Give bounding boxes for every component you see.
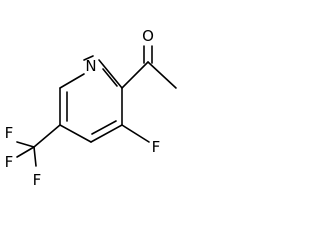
chemical-structure-diagram: N O F F F F — [5, 27, 177, 189]
bond-c6-n1-edge — [59, 73, 85, 89]
bond-c3-c4-inner — [91, 120, 117, 135]
trifluoromethyl-group — [16, 124, 61, 167]
nitrogen-atom-label: N — [85, 57, 96, 75]
bond-c4-c5 — [59, 124, 92, 143]
bond-c6-n1 — [83, 55, 94, 61]
bond-n1-c2-inner — [102, 68, 118, 87]
bond-carbonyl-methyl — [147, 61, 177, 89]
pyridine-ring — [59, 55, 123, 143]
oxygen-atom-label: O — [142, 27, 154, 45]
bond-c3-c4 — [90, 124, 123, 143]
bond-cf3-f-bottom — [33, 146, 37, 167]
bond-cf3-f-left — [16, 146, 35, 158]
bond-n1-c2 — [98, 59, 123, 89]
cf3-fluorine-left-label: F — [5, 153, 14, 171]
cf3-fluorine-top-label: F — [5, 124, 14, 142]
bond-c5-cf3 — [33, 124, 61, 148]
bond-c3-fluorine — [121, 124, 150, 143]
ring-fluorine-atom-label: F — [152, 138, 161, 156]
cf3-fluorine-bottom-label: F — [33, 171, 42, 189]
bond-cf3-f-top — [16, 141, 35, 148]
acetyl-group — [121, 45, 177, 89]
bond-c2-carbonyl — [121, 61, 149, 89]
